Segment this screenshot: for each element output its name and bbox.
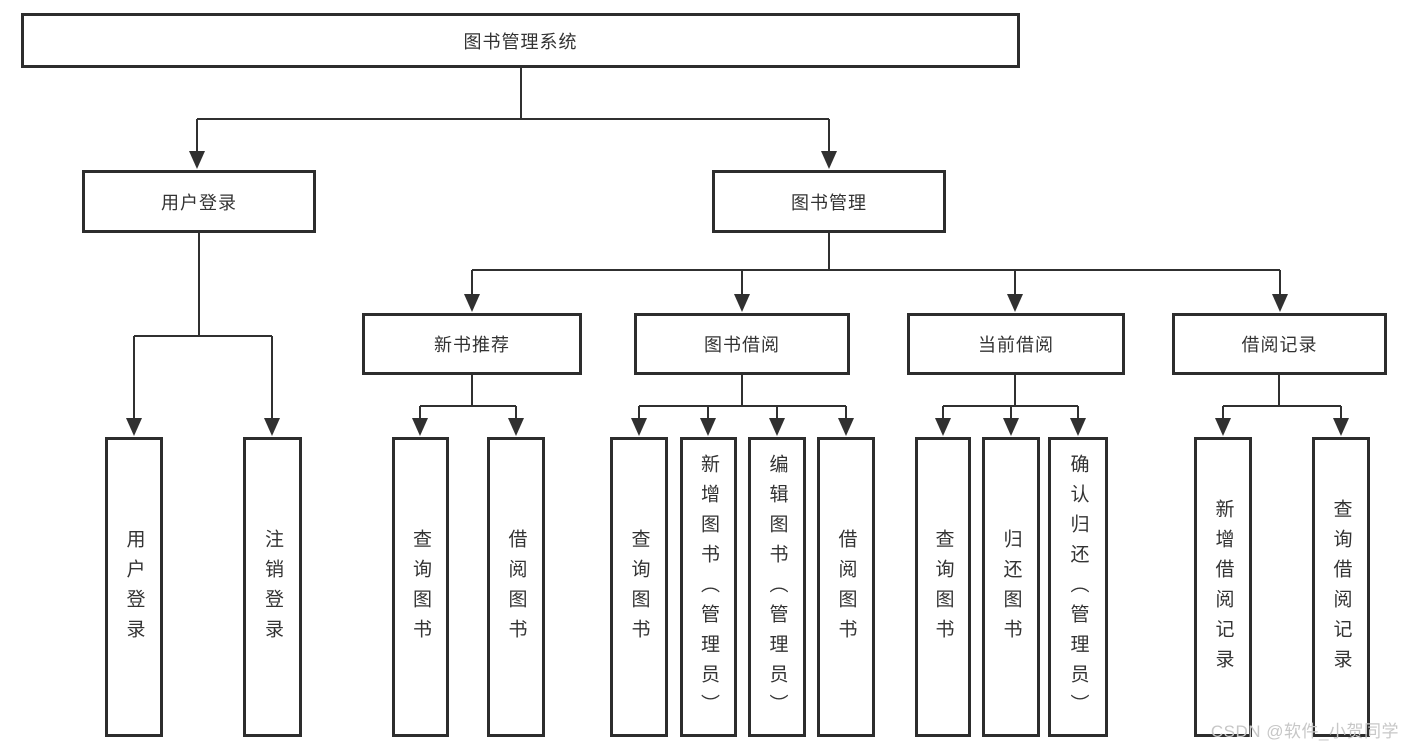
node-book-borrow: 图书借阅 — [634, 313, 850, 375]
leaf-add-borrow-record: 新增借阅记录 — [1194, 437, 1252, 737]
leaf-borrow-books-2: 借阅图书 — [817, 437, 875, 737]
arrowheads — [126, 151, 1349, 436]
watermark: CSDN @软件_小贺同学 — [1210, 722, 1399, 741]
leaf-edit-book-admin: 编辑图书（管理员） — [748, 437, 806, 737]
node-borrow-records: 借阅记录 — [1172, 313, 1387, 375]
node-book-management: 图书管理 — [712, 170, 946, 233]
node-user-login: 用户登录 — [82, 170, 316, 233]
node-root: 图书管理系统 — [21, 13, 1020, 68]
leaf-add-book-admin: 新增图书（管理员） — [680, 437, 737, 737]
leaf-return-book: 归还图书 — [982, 437, 1040, 737]
leaf-logout: 注销登录 — [243, 437, 302, 737]
leaf-query-borrow-record: 查询借阅记录 — [1312, 437, 1370, 737]
leaf-user-login: 用户登录 — [105, 437, 163, 737]
leaf-confirm-return-admin: 确认归还（管理员） — [1048, 437, 1108, 737]
connector-strokes — [133, 68, 1342, 420]
leaf-borrow-books-1: 借阅图书 — [487, 437, 545, 737]
leaf-query-books-3: 查询图书 — [915, 437, 971, 737]
node-current-borrow: 当前借阅 — [907, 313, 1125, 375]
leaf-query-books-2: 查询图书 — [610, 437, 668, 737]
node-new-book-recommend: 新书推荐 — [362, 313, 582, 375]
leaf-query-books-1: 查询图书 — [392, 437, 449, 737]
